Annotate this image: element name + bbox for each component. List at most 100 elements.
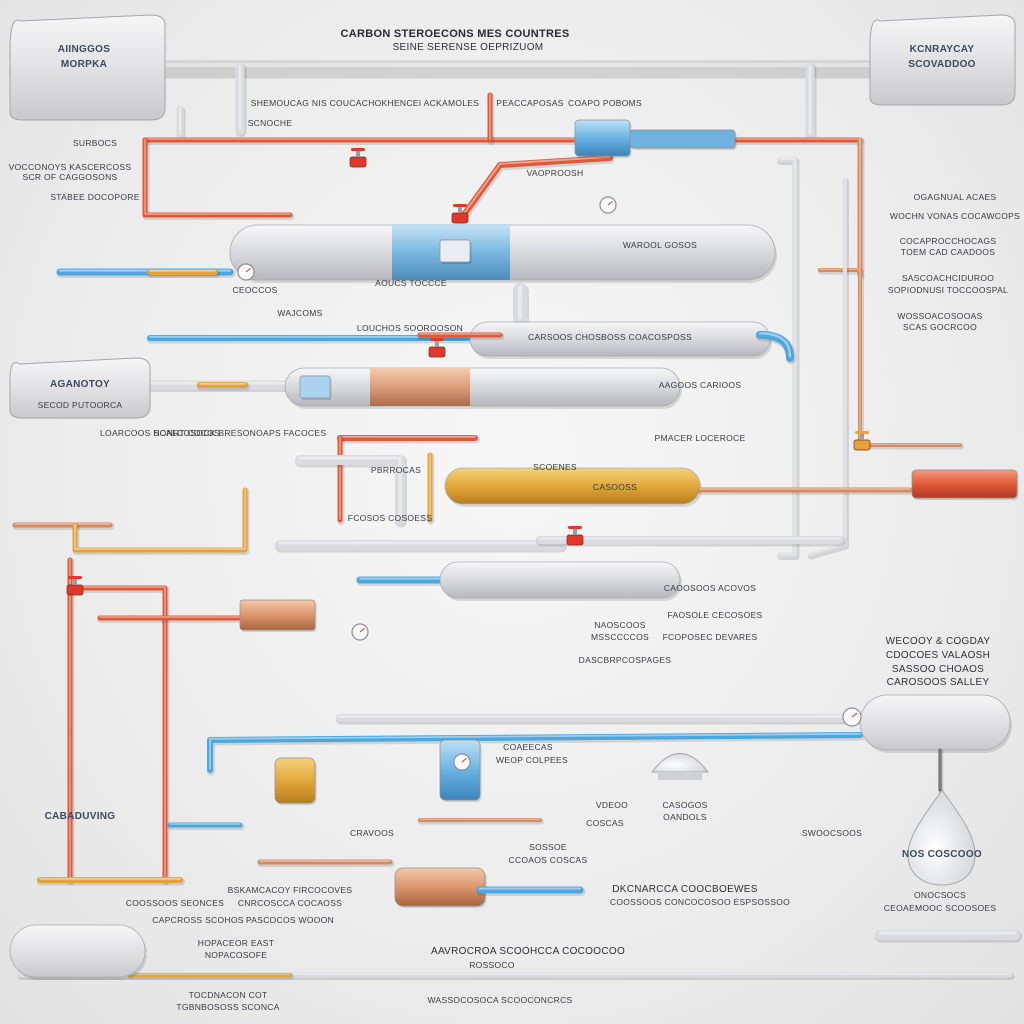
gauge-icon-needle	[461, 758, 467, 763]
label-m-wocspoos: SWOOCSOOS	[801, 828, 863, 838]
droplet-icon	[907, 789, 976, 886]
label-b-dkcnaeccr: DKCNARCCA COOCBOEWES	[612, 884, 758, 895]
valve-icon-handle	[568, 526, 582, 529]
label-m-scoenes: SCOENES	[533, 462, 577, 472]
label-m-nasooos-3: DASCBRPCOSPAGES	[578, 655, 672, 665]
valve-icon-handle	[453, 204, 467, 207]
label-b-rossoco: ROSSOCO	[469, 960, 515, 970]
tank-top-left	[9, 14, 166, 121]
page-title: CARBON STEROECONS MES COUNTRES	[340, 28, 570, 40]
pump-blue-top	[574, 119, 631, 157]
label-top-row-c: COAPO POBOMS	[568, 98, 642, 108]
label-m-carsoos: CARSOOS CHOSBOSS COACOSPOSS	[528, 332, 692, 342]
valve-icon-handle	[68, 576, 82, 579]
tank-horizontal-fifth	[439, 561, 681, 599]
label-left-1a: VOCCONOYS KASCERCOSS	[8, 162, 132, 172]
pipe-copper-right-2	[818, 268, 862, 447]
label-r-aocsess: FAOSOLE CECOSOES	[667, 610, 763, 620]
valve-icon	[66, 584, 84, 596]
dome-icon	[650, 753, 710, 773]
label-surbocs: SURBOCS	[72, 138, 118, 148]
label-r-onocsocs: ONOCSOCS	[914, 890, 966, 900]
tank-horizontal-third	[284, 367, 681, 407]
pipe-warm-fifth-shadow	[72, 488, 250, 555]
label-top-row: SHEMOUCAG NIS COUCACHOKHENCEI ACKAMOLES	[250, 98, 480, 108]
label-b-pasco: PASCOCOS WOOON	[245, 915, 335, 925]
pipe-steel-fourth-highlight	[298, 456, 402, 520]
label-b-hopaceor-2: NOPACOSOFE	[204, 950, 268, 960]
valve-icon-stem	[435, 340, 439, 347]
label-m-weoppcees: WEOP COLPEES	[496, 755, 568, 765]
label-r-wosso-2: SCAS GOCRCOO	[903, 322, 977, 332]
label-m-casogos: CASOGOS	[662, 800, 708, 810]
label-m-owndes: OANDOLS	[663, 812, 707, 822]
pump-icon	[274, 757, 316, 804]
page-subtitle: SEINE SERENSE OEPRIZUOM	[392, 42, 544, 53]
valve-icon	[428, 346, 446, 358]
pipe-cold-elbow	[756, 331, 794, 362]
label-m-nasooos-2: MSSCCCCOS	[591, 632, 649, 642]
label-warwol: WAROOL GOSOS	[622, 240, 698, 250]
label-m-nasooos: NAOSCOOS	[594, 620, 646, 630]
pipe-steel-right-frame-2	[808, 178, 847, 557]
gauge-icon-needle	[607, 201, 613, 206]
label-b-cnrcosoc: CNRCOSCCA COCAOSS	[237, 898, 343, 908]
label-m-consas: COSCAS	[586, 818, 624, 828]
label-m-coaeecas: COAEECAS	[503, 742, 553, 752]
pipe-steel-right-frame-2-highlight	[809, 178, 846, 555]
tank-top-left-label: AIINGGOS	[57, 44, 111, 55]
label-m-pbrocas: PBRROCAS	[370, 465, 422, 475]
pipe-hot-left-loop-highlight	[144, 138, 291, 215]
valve-icon	[853, 439, 871, 451]
tank-horizontal-gold	[444, 467, 701, 505]
label-left-1b: SCR OF CAGGOSONS	[22, 172, 118, 182]
pipe-cold-bottom	[207, 732, 863, 773]
heater-icon	[911, 469, 1018, 499]
tank-bottom-left-label: CABADUVING	[44, 811, 116, 822]
label-r-coopooc: COCAPROCCHOCAGS	[899, 236, 997, 246]
label-r-sassoc: SASCOACHCIDUROO	[901, 273, 995, 283]
label-r-vercon: WOCHN VONAS COCAWCOPS	[889, 211, 1021, 221]
label-r-cdocos: CDOCOES VALAOSH	[885, 650, 991, 661]
label-b-bskamcacoy: BSKAMCACOY FIRCOCOVES	[227, 885, 353, 895]
label-top-row-d: VAOPROOSH	[526, 168, 584, 178]
tank-mid-left-label: AGANOTOY	[50, 379, 110, 390]
valve-icon-handle	[351, 148, 365, 151]
label-b-hopaceor: HOPACEOR EAST	[197, 938, 275, 948]
label-l-loracoos: LOARCOOS HONRT COCOS	[100, 428, 220, 438]
pipe-warm-fifth	[72, 487, 248, 553]
pipe-steel-right-frame	[777, 157, 798, 558]
label-r-caosoos: CAOOSOOS ACOVOS	[663, 583, 757, 593]
label-l-scalcosoc: SCALCOSOCK BRESONOAPS FACOCES	[153, 428, 327, 438]
dome-base	[658, 772, 702, 780]
label-b-cockoopiag-2: CAPCROSS SCOHOS	[152, 915, 244, 925]
label-r-wosso: WOSSOACOSOOAS	[897, 311, 983, 321]
heater-box-left	[239, 599, 316, 631]
gauge-icon-needle	[851, 712, 858, 718]
valve-icon	[349, 156, 367, 168]
pipe-steel-fourth	[295, 455, 405, 525]
tank-third-copper-band	[370, 368, 470, 406]
valve-icon-handle	[430, 338, 444, 341]
tank-top-left-label-2: MORPKA	[60, 59, 108, 70]
droplet-label: NOS COSCOOO	[902, 849, 982, 860]
label-b-cockoopiag: COOSSOOS SEONCES	[125, 898, 225, 908]
valve-icon-stem	[356, 150, 360, 157]
label-m-wajcocs: WAJCOMS	[277, 308, 323, 318]
valve-icon-handle	[855, 431, 869, 434]
valve-icon-stem	[458, 206, 462, 213]
label-r-caoboos: CAROSOOS SALLEY	[886, 677, 990, 688]
pipe-hot-left-loop	[142, 137, 293, 218]
label-top-row-b: PEACCAPOSAS	[496, 98, 564, 108]
label-r-ceoaemooc: CEOAEMOOC SCOOSOES	[883, 903, 997, 913]
label-r-placer: PMACER LOCEROCE	[654, 433, 746, 443]
label-r-wecooy: WECOOY & COGDAY	[885, 636, 991, 647]
label-r-sassoc-2: SOPIODNUSI TOCCOOSPAL	[887, 285, 1009, 295]
label-r-sasooo: SASSOO CHOAOS	[891, 664, 985, 675]
pipe-cold-elbow-highlight	[758, 332, 792, 358]
label-m-ccoasos: CCOAOS COSCAS	[508, 855, 588, 865]
label-m-aoucs: AOUCS TOCCCE	[375, 278, 447, 288]
pipe-hot-left-loop-shadow	[142, 138, 295, 220]
